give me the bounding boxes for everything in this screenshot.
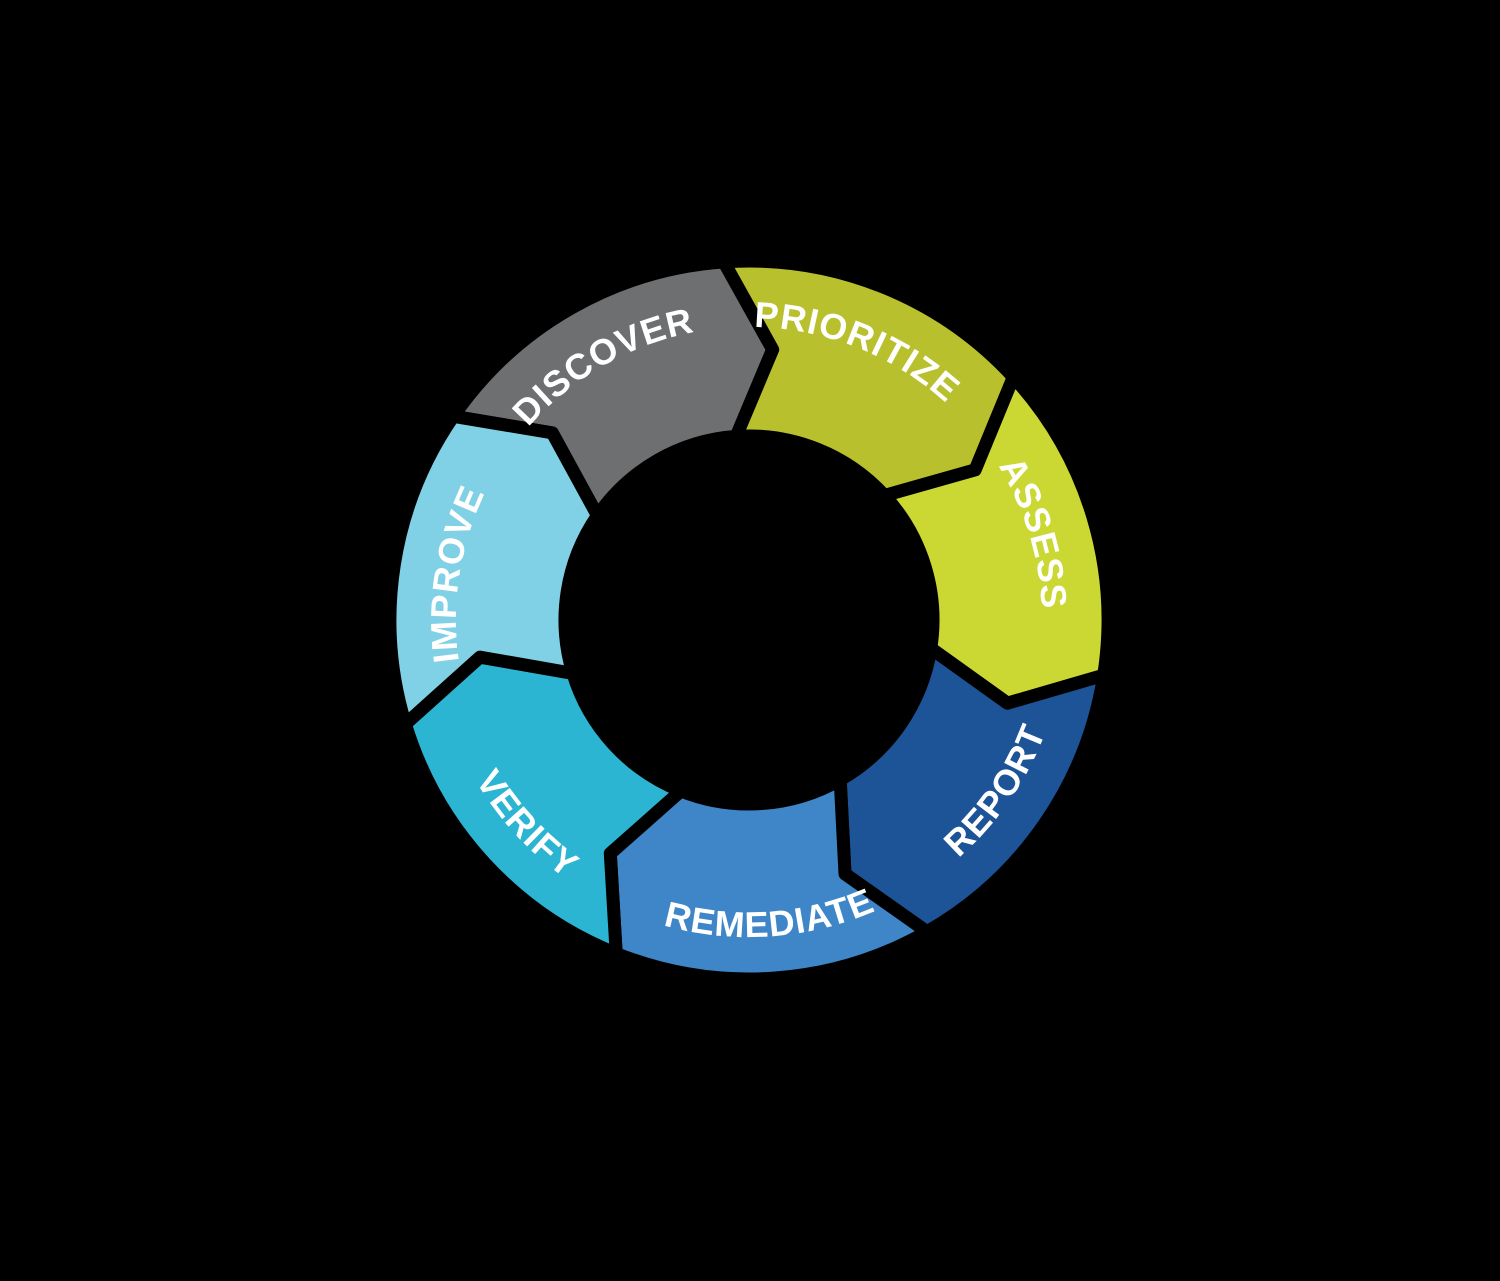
segment-improve-shape bbox=[383, 409, 604, 731]
segment-report-shape bbox=[833, 641, 1111, 939]
